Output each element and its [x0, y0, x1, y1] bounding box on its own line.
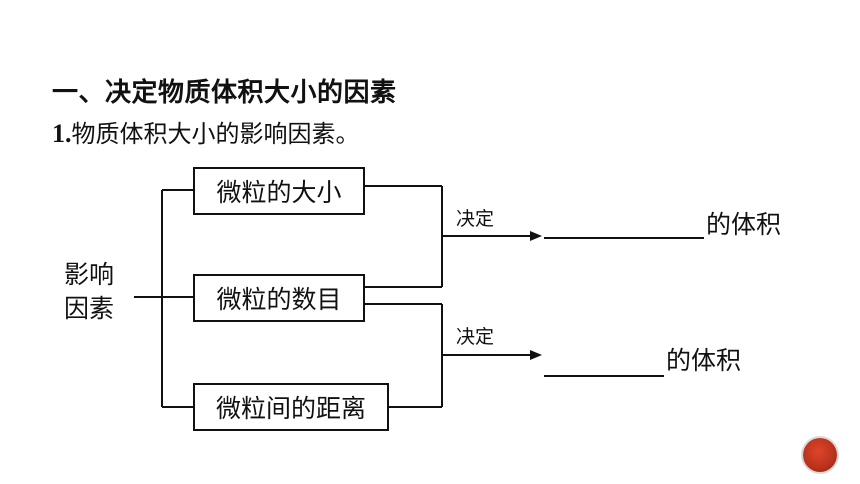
result-1-suffix: 的体积	[706, 210, 782, 239]
factors-label-line1: 影响	[64, 260, 115, 289]
factors-label-line2: 因素	[64, 294, 115, 323]
arrowhead-2	[530, 350, 542, 360]
arrowhead-1	[530, 231, 542, 241]
subsection-number: 1.	[52, 119, 72, 148]
result-2-suffix: 的体积	[666, 346, 742, 375]
decide-label-2: 决定	[456, 326, 495, 348]
box-particle-size: 微粒的大小	[193, 167, 365, 215]
section-heading: 一、决定物质体积大小的因素	[52, 78, 397, 108]
page-badge-icon	[803, 438, 837, 472]
answer-blank-2[interactable]	[544, 348, 664, 377]
influencing-factors-label: 影响 因素	[64, 258, 114, 326]
subsection-text: 物质体积大小的影响因素。	[71, 120, 360, 148]
subsection-heading: 1.物质体积大小的影响因素。	[52, 114, 360, 149]
answer-blank-1[interactable]	[544, 210, 704, 239]
box-particle-distance: 微粒间的距离	[193, 383, 389, 431]
decide-label-1: 决定	[456, 208, 495, 230]
box-particle-count: 微粒的数目	[193, 274, 365, 322]
